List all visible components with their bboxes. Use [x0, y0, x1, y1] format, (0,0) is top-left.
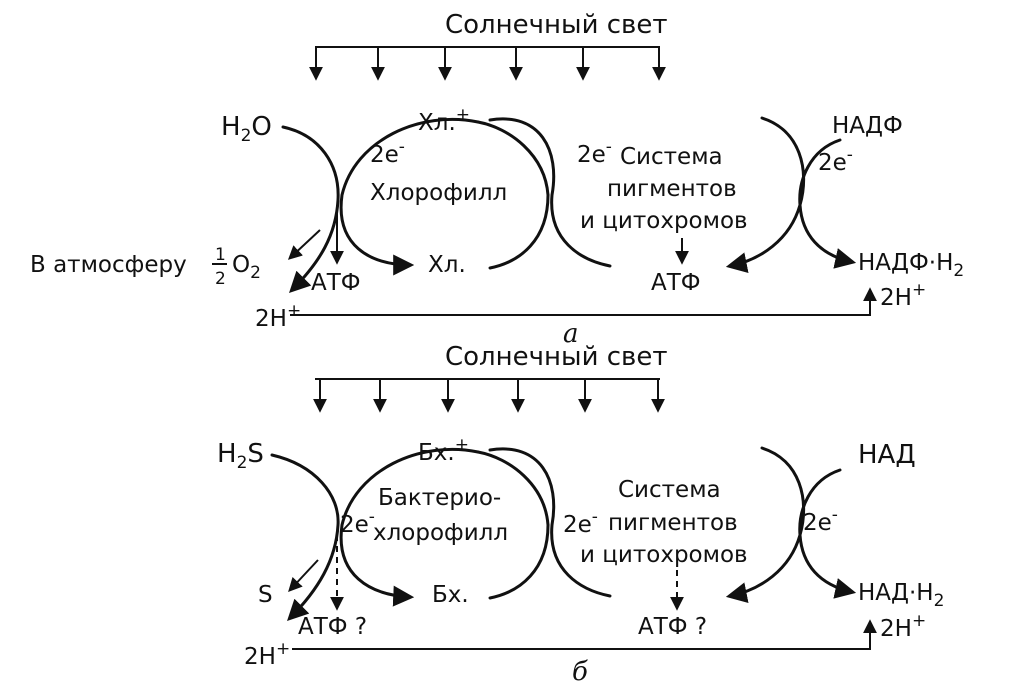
- chlorophyll-cycle-top: [476, 120, 550, 197]
- electrons-label-b3: 2e-: [803, 505, 838, 536]
- cytochrome-cycle-b: [488, 447, 612, 598]
- chlorophyll-cycle: [339, 117, 480, 276]
- protons-left-label-b: 2H+: [244, 639, 290, 670]
- bacteriochlorophyll-cycle-bottom: [488, 523, 550, 600]
- bacterio-label-line2: хлорофилл: [373, 520, 508, 546]
- electrons-label-3: 2e-: [818, 145, 853, 176]
- atp-left-label: АТФ: [311, 270, 361, 296]
- chlorophyll-plus-label: Хл.+: [418, 105, 470, 136]
- nadph2-label: НАДФ·H2: [858, 250, 964, 281]
- cytochrome-cycle-right-b: [725, 446, 806, 603]
- sulfur-arrow: [288, 559, 319, 593]
- sunlight-label: Солнечный свет: [445, 10, 668, 40]
- electrons-label-b2: 2e-: [563, 507, 598, 538]
- nadp-arc: [798, 138, 857, 269]
- oxygen-arrow: [287, 229, 321, 260]
- nadp-label: НАДФ: [832, 113, 903, 139]
- protons-right-label-b: 2H+: [880, 611, 926, 642]
- atp-left-label-b: АТФ ?: [298, 614, 367, 640]
- sunlight-comb-b: [313, 378, 665, 413]
- sunlight-label-b: Солнечный свет: [445, 342, 668, 372]
- nad-label: НАД: [858, 440, 916, 470]
- cytochrome-cycle-right: [725, 116, 806, 273]
- system-b-line2: пигментов: [608, 510, 738, 536]
- nad-arc: [798, 468, 857, 599]
- bacteriochlorophyll-cycle: [339, 447, 480, 607]
- half-denominator: 2: [215, 269, 226, 289]
- bacteriochlorophyll-cycle-top: [476, 450, 550, 527]
- system-label-line3: и цитохромов: [580, 208, 748, 234]
- half-numerator: 1: [215, 245, 226, 265]
- protons-left-label: 2H+: [255, 301, 301, 332]
- atp-mid-label: АТФ: [651, 270, 701, 296]
- system-label-line1: Система: [620, 144, 723, 170]
- panel-b: Солнечный свет H2S Бх.+ 2e- Бактерио- хл…: [217, 342, 944, 687]
- chlorophyll-cycle-bottom: [488, 193, 550, 270]
- sulfur-label: S: [258, 582, 273, 608]
- system-b-line1: Система: [618, 477, 721, 503]
- panel-b-label: б: [572, 657, 588, 687]
- panel-a-label: а: [563, 319, 579, 349]
- system-b-line3: и цитохромов: [580, 542, 748, 568]
- atmosphere-label: В атмосферу: [30, 252, 187, 278]
- water-label: H2O: [221, 112, 272, 146]
- h2s-arc: [270, 453, 340, 621]
- nadh2-label: НАД·H2: [858, 580, 944, 611]
- chlorophyll-reduced-label: Хл.: [428, 252, 466, 278]
- bchl-plus-label: Бх.+: [418, 435, 469, 466]
- panel-a: Солнечный свет H2O Х: [30, 10, 964, 349]
- bchl-reduced-label: Бх.: [432, 582, 469, 608]
- electrons-label-2: 2e-: [577, 137, 612, 168]
- h2s-label: H2S: [217, 439, 264, 473]
- cytochrome-cycle: [488, 117, 612, 268]
- system-label-line2: пигментов: [607, 176, 737, 202]
- proton-line-b: [292, 619, 877, 650]
- chlorophyll-label: Хлорофилл: [370, 180, 507, 206]
- protons-right-label: 2H+: [880, 280, 926, 311]
- bacterio-label-line1: Бактерио-: [378, 485, 501, 511]
- oxygen-label: O2: [232, 252, 261, 283]
- atp-mid-label-b: АТФ ?: [638, 614, 707, 640]
- electrons-label-b1: 2e-: [340, 507, 375, 538]
- proton-line: [290, 287, 877, 316]
- water-arc: [281, 125, 340, 293]
- sunlight-comb: [309, 46, 666, 81]
- electrons-label-1: 2e-: [370, 137, 405, 168]
